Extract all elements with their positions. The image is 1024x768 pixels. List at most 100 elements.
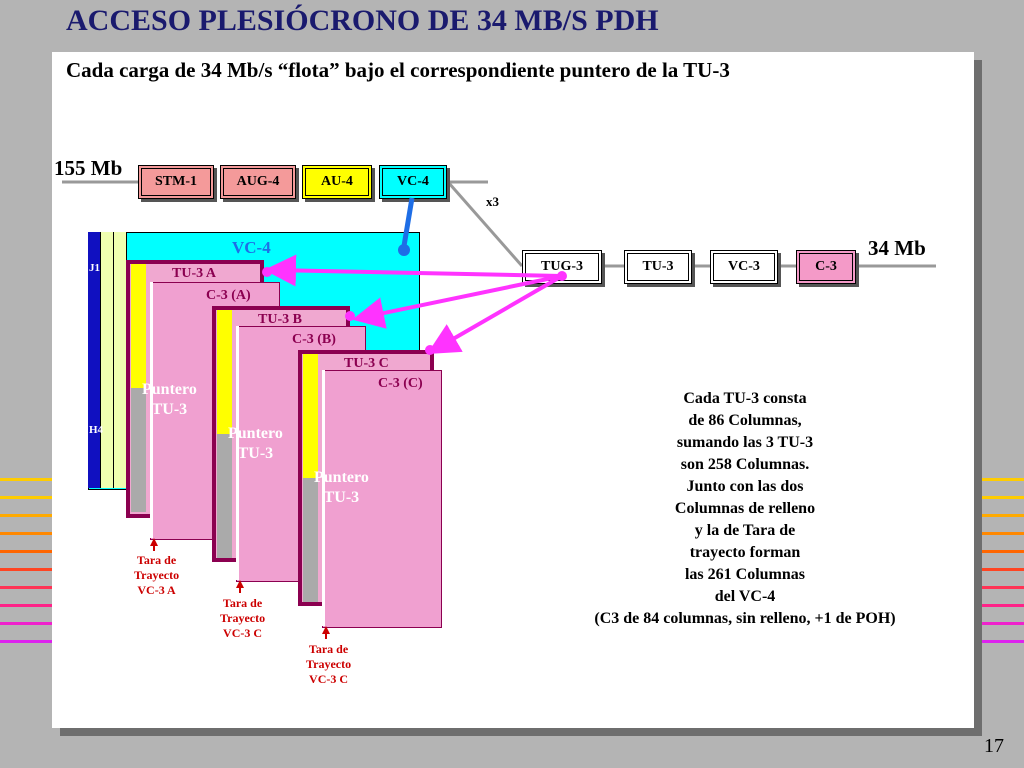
stuff-column-b xyxy=(217,434,232,558)
decor-line xyxy=(982,568,1024,571)
vc3-box: VC-3 xyxy=(710,250,778,284)
tara-c-arrow-stem xyxy=(325,633,327,639)
aug4-label: AUG-4 xyxy=(223,168,293,196)
explanation-line: son 258 Columnas. xyxy=(680,456,810,473)
explanation-line: de 86 Columnas, xyxy=(688,412,802,429)
vc4-dot xyxy=(398,244,410,256)
tu3-b-label: TU-3 B xyxy=(258,312,302,327)
vc3-poh-b xyxy=(236,326,239,580)
explanation-line: Cada TU-3 consta xyxy=(683,390,807,407)
explanation-line: las 261 Columnas xyxy=(684,566,806,583)
vc4-frame-label: VC-4 xyxy=(232,238,271,257)
explanation-line: sumando las 3 TU-3 xyxy=(676,434,814,451)
pointer-c-line1: Puntero xyxy=(314,469,369,486)
rate-155-label: 155 Mb xyxy=(54,156,123,180)
pointer-column-a xyxy=(131,264,146,388)
vc4-poh-column xyxy=(88,232,101,488)
explanation-line: del VC-4 xyxy=(714,588,776,605)
vc3-label: VC-3 xyxy=(713,253,775,281)
pointer-c-line2: TU-3 xyxy=(323,489,360,506)
slide-subtitle: Cada carga de 34 Mb/s “flota” bajo el co… xyxy=(66,58,730,82)
tu3-a-label: TU-3 A xyxy=(172,266,216,281)
tara-a-line2: Trayecto xyxy=(134,568,180,582)
explanation-line: trayecto forman xyxy=(689,544,801,561)
arrow-vc4-to-frame xyxy=(401,197,415,247)
tu3-c-label: TU-3 C xyxy=(344,356,389,371)
explanation-line: Junto con las dos xyxy=(686,478,804,495)
decor-line xyxy=(982,496,1024,499)
tara-c-arrow xyxy=(322,626,330,634)
tu3-a-dot xyxy=(262,267,272,277)
c3-b-label: C-3 (B) xyxy=(292,332,336,347)
tara-c-line2: Trayecto xyxy=(306,657,352,671)
pointer-a-line1: Puntero xyxy=(142,381,197,398)
vc3-poh-c xyxy=(322,370,325,626)
arrow-to-tu3-c xyxy=(427,274,564,355)
au4-label: AU-4 xyxy=(305,168,369,196)
tara-a-line3: VC-3 A xyxy=(137,583,176,597)
vc4-label: VC-4 xyxy=(382,168,444,196)
decor-line xyxy=(982,586,1024,589)
tu3-label: TU-3 xyxy=(627,253,689,281)
explanation-line: Columnas de relleno xyxy=(674,500,816,517)
tara-c-line1: Tara de xyxy=(308,642,349,656)
decor-line xyxy=(982,622,1024,625)
decor-line xyxy=(0,586,52,589)
decor-line xyxy=(982,532,1024,535)
poh-h4-label: H4 xyxy=(89,424,104,436)
pointer-a-line2: TU-3 xyxy=(151,401,188,418)
pointer-column-b xyxy=(217,310,232,434)
stm1-box: STM-1 xyxy=(138,165,214,199)
tara-a-arrow-stem xyxy=(153,545,155,551)
tara-a-arrow xyxy=(150,538,158,546)
tara-a-line1: Tara de xyxy=(136,553,177,567)
decor-line xyxy=(0,604,52,607)
tara-b-line2: Trayecto xyxy=(220,611,266,625)
explanation-line: (C3 de 84 columnas, sin relleno, +1 de P… xyxy=(594,610,896,627)
tu3-box: TU-3 xyxy=(624,250,692,284)
c3-c-label: C-3 (C) xyxy=(378,376,423,391)
arrow-to-tu3-a xyxy=(264,254,563,287)
c3-a-label: C-3 (A) xyxy=(206,288,251,303)
decor-line xyxy=(0,622,52,625)
stm1-label: STM-1 xyxy=(141,168,211,196)
line-x3-branch xyxy=(446,181,524,267)
tara-b-line3: VC-3 C xyxy=(223,626,263,640)
decor-line xyxy=(982,478,1024,481)
decor-line xyxy=(982,640,1024,643)
slide-title: ACCESO PLESIÓCRONO DE 34 MB/S PDH xyxy=(66,4,659,37)
aug4-box: AUG-4 xyxy=(220,165,296,199)
pointer-b-line1: Puntero xyxy=(228,425,283,442)
decor-line xyxy=(0,478,52,481)
decor-line xyxy=(0,640,52,643)
stuff-column-a xyxy=(131,388,146,512)
stuff-column-c xyxy=(303,478,318,602)
vc4-box: VC-4 xyxy=(379,165,447,199)
decor-line xyxy=(982,550,1024,553)
poh-j1-label: J1 xyxy=(89,262,100,274)
multiplier-label: x3 xyxy=(486,194,499,209)
arrow-to-tu3-b xyxy=(352,274,563,329)
arrow-origin-dot xyxy=(557,271,567,281)
explanation-line: y la de Tara de xyxy=(694,522,796,539)
c3-label: C-3 xyxy=(799,253,853,281)
vc3-poh-a xyxy=(150,282,153,538)
decor-line xyxy=(982,604,1024,607)
decor-line xyxy=(0,568,52,571)
decor-line xyxy=(0,514,52,517)
decor-line xyxy=(0,532,52,535)
c3-box: C-3 xyxy=(796,250,856,284)
fixed-stuff-column xyxy=(101,232,114,488)
tara-b-line1: Tara de xyxy=(222,596,263,610)
tu3-b-dot xyxy=(345,311,355,321)
pointer-column-c xyxy=(303,354,318,478)
rate-34-label: 34 Mb xyxy=(868,236,926,260)
tara-c-line3: VC-3 C xyxy=(309,672,349,686)
decor-line xyxy=(982,514,1024,517)
